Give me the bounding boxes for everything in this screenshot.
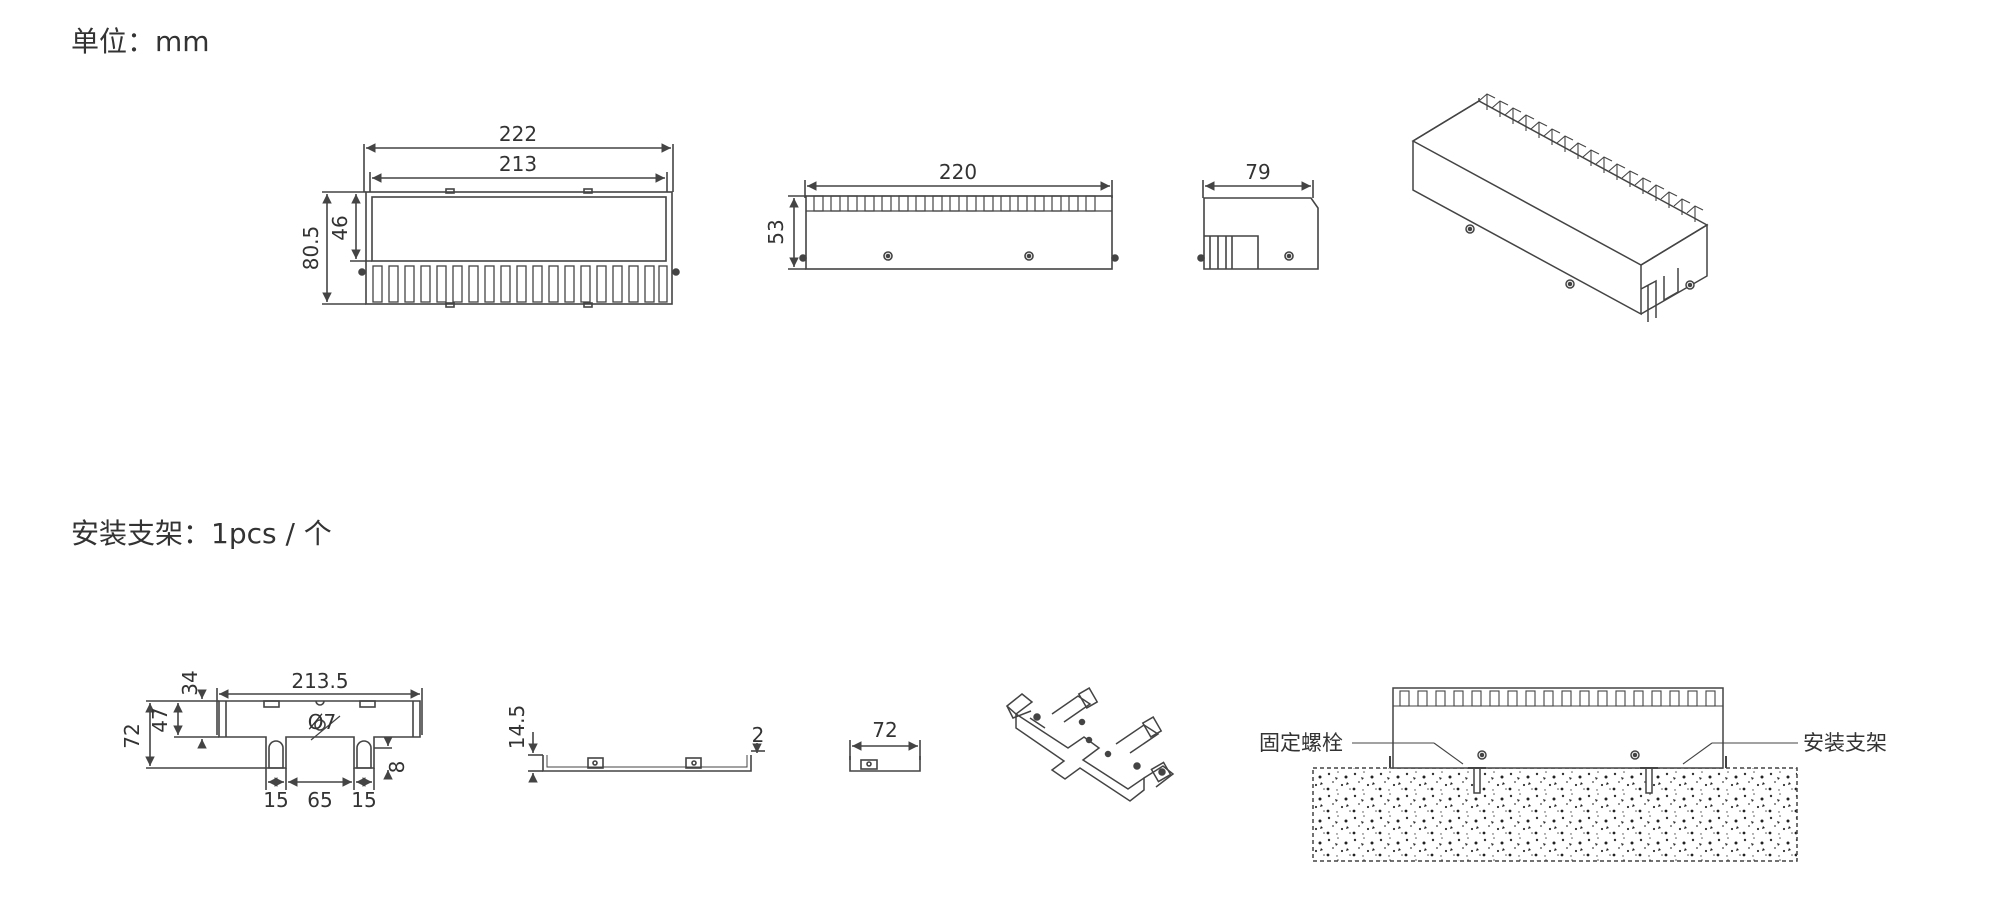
dim-front-width-outer: 222 [499,122,537,146]
bracket-top-view [145,688,423,790]
bracket-isometric-view [1005,687,1175,802]
dim-bracket-length: 213.5 [291,669,348,693]
dim-bracket-hole: Ø7 [308,710,336,734]
dim-bracket-depth-mid: 47 [148,707,172,732]
unit-heading: 单位：mm [71,25,210,58]
dim-front-width-inner: 213 [499,152,537,176]
dim-bracket-spacing-left: 15 [263,788,288,812]
dim-front-height-panel: 46 [328,215,352,240]
dim-bracket-side-height: 14.5 [505,705,529,750]
dim-side-height: 53 [764,219,788,244]
isometric-view [1411,93,1709,322]
installation-view [1312,687,1798,862]
side-view [788,180,1119,270]
dim-side-length: 220 [939,160,977,184]
dim-bracket-slot: 8 [385,761,409,774]
dim-front-height-total: 80.5 [299,226,323,271]
callout-mounting-bracket: 安装支架 [1803,731,1887,755]
dim-bracket-thickness: 2 [752,723,765,747]
dim-bracket-spacing-mid: 65 [307,788,332,812]
dim-bracket-spacing-right: 15 [351,788,376,812]
bracket-heading: 安装支架：1pcs / 个 [71,517,332,550]
callout-fixing-bolt: 固定螺栓 [1259,731,1343,755]
end-view [1197,180,1319,270]
dim-bracket-end-width: 72 [872,718,897,742]
dim-bracket-depth-top: 34 [178,670,202,695]
front-view [322,143,680,308]
dim-end-width: 79 [1245,160,1270,184]
bracket-side-view [528,732,765,783]
dim-bracket-depth-total: 72 [120,723,144,748]
bracket-end-view [849,740,921,772]
